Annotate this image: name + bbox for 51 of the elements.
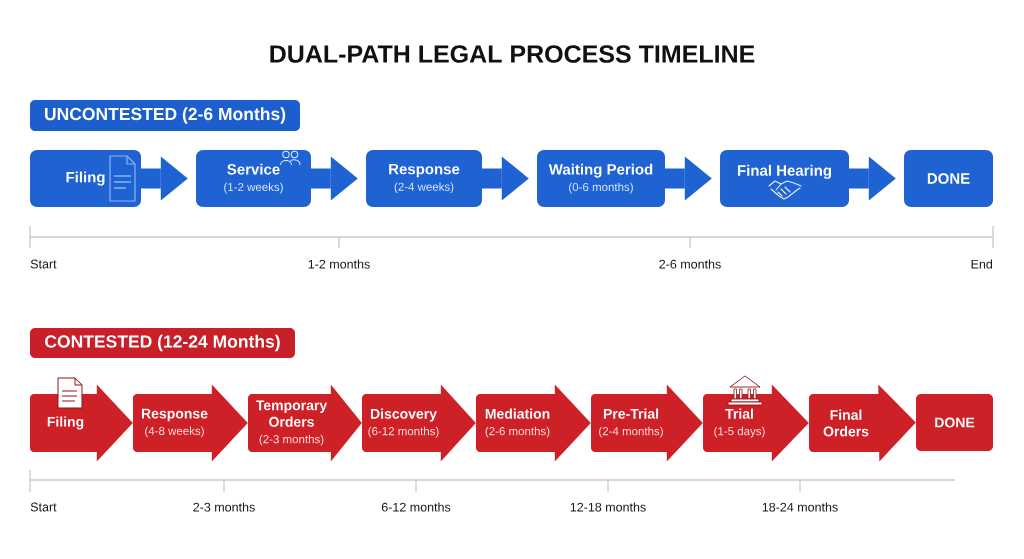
arrow (847, 156, 896, 201)
arrow (440, 384, 476, 462)
step-box: Mediation (2-6 months) (476, 394, 559, 452)
timeline-label: 1-2 months (308, 259, 370, 269)
arrow (666, 384, 703, 462)
path-header: UNCONTESTED (2-6 Months) (30, 100, 300, 131)
node-label: Trial (725, 408, 753, 419)
arrow (309, 156, 358, 201)
arrow (139, 156, 188, 201)
timeline-label: 2-6 months (659, 259, 721, 269)
step-box: Service (1-2 weeks) (196, 150, 311, 207)
path-header: CONTESTED (12-24 Months) (30, 328, 295, 358)
step-box: Discovery (6-12 months) (362, 394, 445, 452)
timeline-label: 6-12 months (381, 502, 451, 512)
node-label: Response (141, 408, 208, 422)
node-label: Discovery (370, 408, 437, 422)
node-label: (6-12 months) (368, 426, 439, 438)
timeline-label: 18-24 months (762, 502, 838, 512)
arrow (554, 384, 591, 462)
node-label: (2-3 months) (259, 434, 324, 446)
node-label: (2-4 months) (599, 426, 663, 438)
node-label: Mediation (485, 408, 550, 419)
node-label: Pre-Trial (603, 408, 659, 419)
node-label: (4-8 weeks) (145, 426, 204, 438)
arrow (878, 384, 916, 462)
step-box: Response (2-4 weeks) (366, 150, 482, 207)
node-label: Temporary Orders (256, 400, 328, 427)
step-box: Final Orders (809, 394, 883, 452)
timeline-label: Start (30, 259, 57, 269)
timeline-label: Start (30, 502, 57, 512)
arrow (771, 384, 809, 462)
step-box: Filing (30, 150, 141, 207)
arrow (96, 384, 133, 462)
step-box: Response (4-8 weeks) (133, 394, 216, 452)
step-box: DONE (916, 394, 993, 451)
step-box: Waiting Period (0-6 months) (537, 150, 665, 207)
step-box: DONE (904, 150, 993, 207)
title: DUAL-PATH LEGAL PROCESS TIMELINE (270, 45, 755, 63)
step-box: Final Hearing (720, 150, 849, 207)
arrow (663, 156, 712, 201)
node-label: (2-6 months) (485, 426, 550, 438)
arrow (211, 384, 248, 462)
timeline-label: 12-18 months (570, 502, 646, 512)
node-label: Filing (47, 416, 84, 430)
timeline-label: 2-3 months (193, 502, 255, 512)
arrow (480, 156, 529, 201)
timeline-label: End (971, 259, 992, 269)
node-label: Final Orders (823, 409, 869, 437)
step-box: Pre-Trial (2-4 months) (591, 394, 671, 452)
arrow (330, 384, 362, 462)
node-label: (1-5 days) (714, 426, 765, 438)
